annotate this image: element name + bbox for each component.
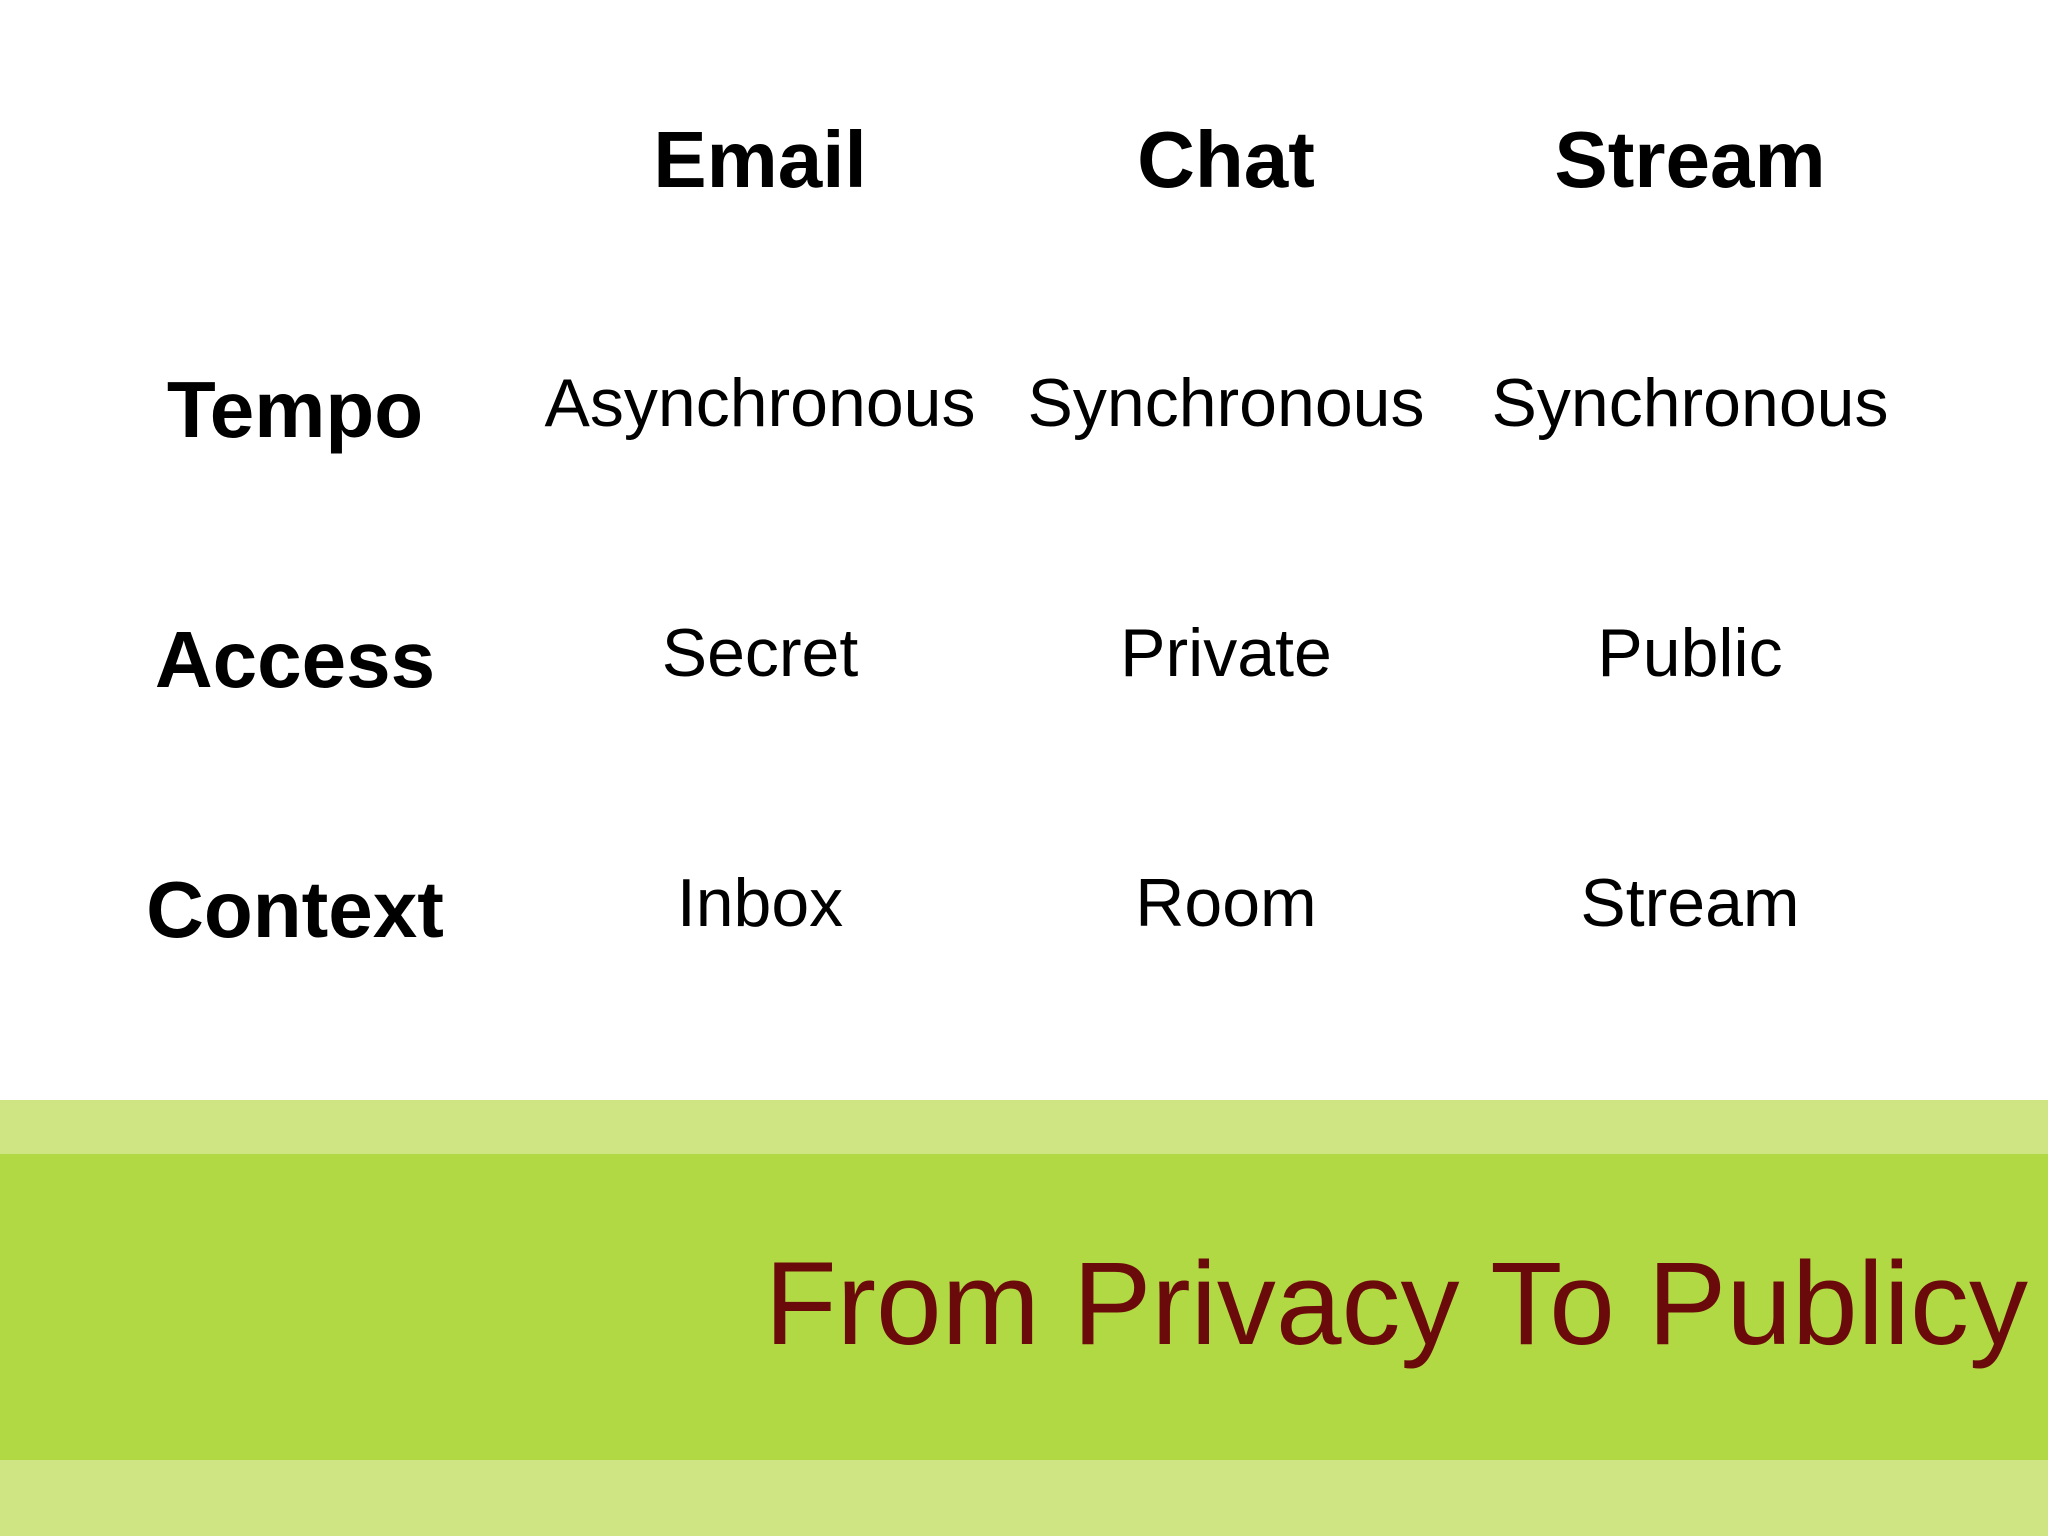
cell-context-stream: Stream [1580,865,1800,941]
row-header-tempo: Tempo [166,365,424,454]
cell-access-stream: Public [1597,615,1783,691]
footer-title: From Privacy To Publicy [764,1238,2028,1370]
row-header-context: Context [146,865,444,954]
cell-access-chat: Private [1120,615,1332,691]
column-header-chat: Chat [1137,115,1315,204]
column-header-stream: Stream [1554,115,1826,204]
footer-band-main [0,1154,2048,1460]
cell-context-email: Inbox [676,865,844,941]
column-header-email: Email [653,115,867,204]
row-header-access: Access [154,615,436,704]
footer-band-light-top [0,1100,2048,1154]
cell-context-chat: Room [1135,865,1317,941]
cell-tempo-chat: Synchronous [1027,365,1425,441]
cell-access-email: Secret [661,615,859,691]
cell-tempo-email: Asynchronous [544,365,976,441]
footer-band-light-bottom [0,1460,2048,1536]
cell-tempo-stream: Synchronous [1491,365,1889,441]
